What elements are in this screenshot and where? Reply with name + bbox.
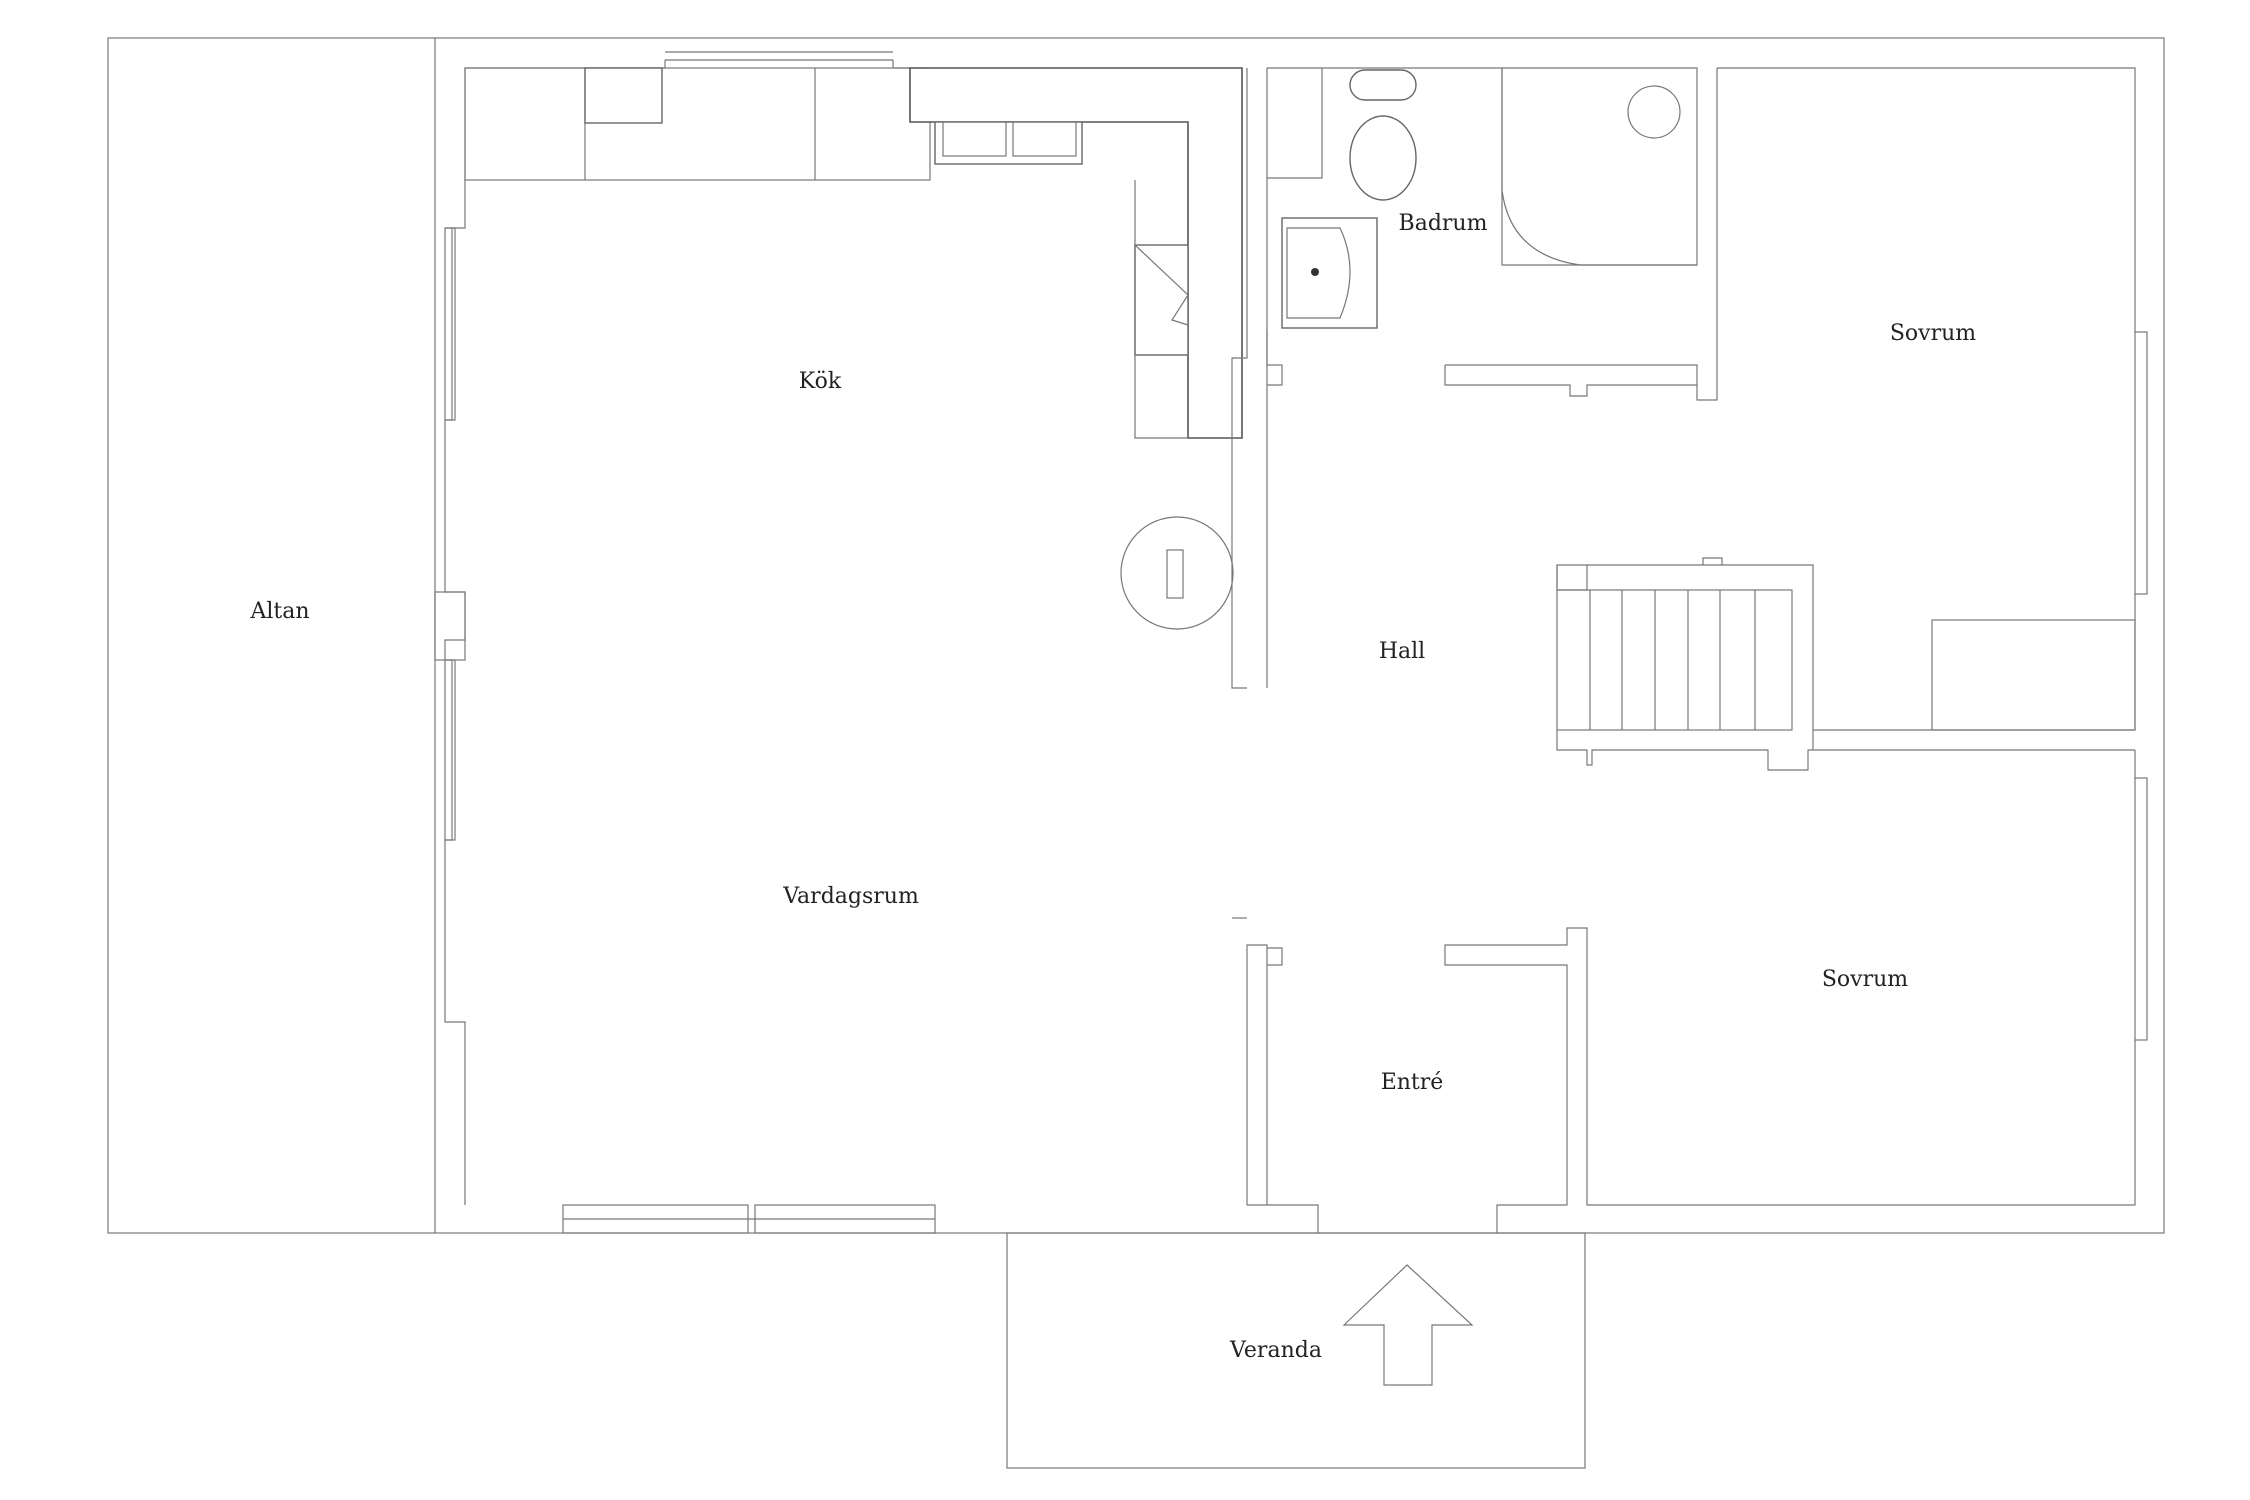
room-label-entre: Entré bbox=[1381, 1070, 1444, 1095]
stairs-icon bbox=[1556, 557, 2135, 771]
kitchen-counter bbox=[464, 67, 1243, 630]
room-label-hall: Hall bbox=[1379, 639, 1425, 664]
entrance-arrow-icon bbox=[1342, 1264, 1474, 1386]
stove-icon bbox=[584, 67, 663, 124]
table-icon bbox=[1120, 516, 1234, 630]
bedroom-lower-walls bbox=[1267, 750, 2148, 1233]
exterior-wall-inner-edge bbox=[434, 51, 936, 1234]
bedroom-upper-walls bbox=[1556, 67, 2148, 750]
room-label-badrum: Badrum bbox=[1399, 211, 1488, 236]
room-label-altan: Altan bbox=[249, 599, 309, 624]
sink-icon bbox=[934, 121, 1083, 165]
dishwasher-icon bbox=[1134, 244, 1189, 356]
room-label-sovrum-upper: Sovrum bbox=[1890, 321, 1976, 346]
room-label-kok: Kök bbox=[799, 369, 842, 394]
bathroom bbox=[1266, 67, 1698, 397]
wardrobe-icon bbox=[1931, 619, 2136, 731]
room-label-sovrum-lower: Sovrum bbox=[1822, 967, 1908, 992]
toilet-icon bbox=[1349, 115, 1417, 201]
room-label-vardagsrum: Vardagsrum bbox=[782, 884, 919, 909]
central-walls bbox=[1231, 68, 1283, 1206]
room-label-veranda: Veranda bbox=[1229, 1338, 1322, 1363]
washbasin-icon bbox=[1281, 217, 1378, 329]
shower-icon bbox=[1501, 67, 1698, 266]
